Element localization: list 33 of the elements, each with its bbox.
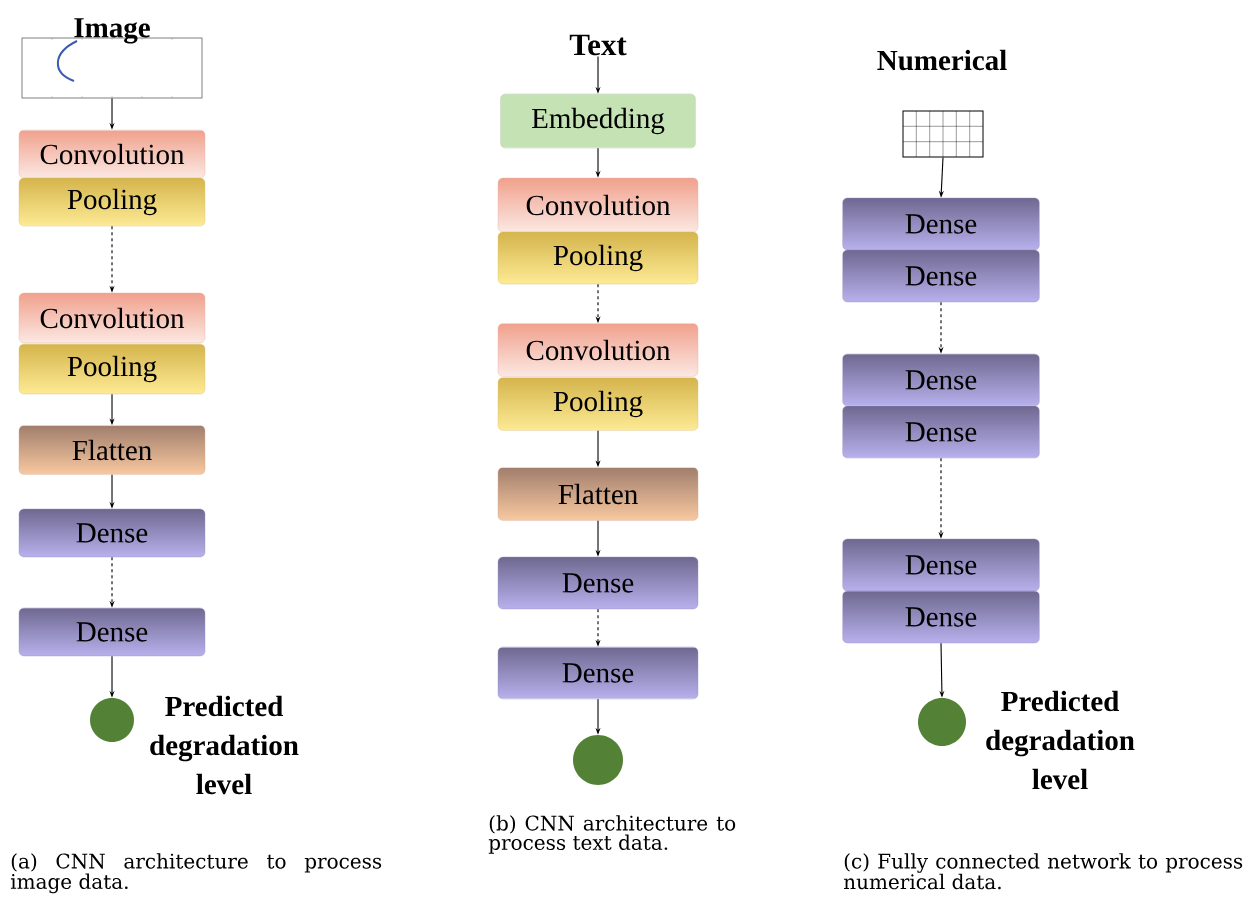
- panel-title: Text: [569, 34, 627, 56]
- layer-box: Convolution: [18, 129, 206, 179]
- layer-box: Pooling: [18, 177, 206, 227]
- layer-box: Dense: [18, 607, 206, 657]
- output-label: Predicted degradation level: [986, 690, 1135, 790]
- output-circle: [90, 698, 134, 742]
- layer-box: Dense: [842, 590, 1040, 644]
- layer-box: Pooling: [497, 231, 699, 285]
- output-label: Predicted degradation level: [150, 695, 299, 795]
- layer-box: Pooling: [497, 377, 699, 431]
- layer-box: Pooling: [18, 343, 206, 395]
- panel-title: Numerical: [877, 49, 1007, 71]
- layer-box: Dense: [842, 249, 1040, 303]
- layer-box: Dense: [842, 353, 1040, 407]
- layer-box: Dense: [497, 556, 699, 610]
- grid-drawing: [902, 110, 984, 158]
- layer-box: Dense: [842, 197, 1040, 251]
- caption: (b) CNN architecture to process text data.: [488, 815, 736, 854]
- layer-box: Flatten: [18, 425, 206, 475]
- layer-box: Convolution: [18, 292, 206, 344]
- panel-title: Image: [74, 18, 150, 44]
- output-circle: [573, 735, 623, 785]
- layer-box: Dense: [18, 508, 206, 558]
- layer-box: Dense: [842, 538, 1040, 592]
- layer-box: Dense: [497, 646, 699, 700]
- caption: (c) Fully connected network to process numerical data.: [843, 853, 1243, 890]
- layer-box: Flatten: [497, 467, 699, 521]
- layer-box: Convolution: [497, 323, 699, 377]
- layer-box: Dense: [842, 405, 1040, 459]
- caption: (a) CNN architecture to process image data.: [10, 853, 382, 894]
- output-circle: [918, 698, 966, 746]
- layer-box: Convolution: [497, 177, 699, 233]
- layer-box: Embedding: [500, 93, 696, 149]
